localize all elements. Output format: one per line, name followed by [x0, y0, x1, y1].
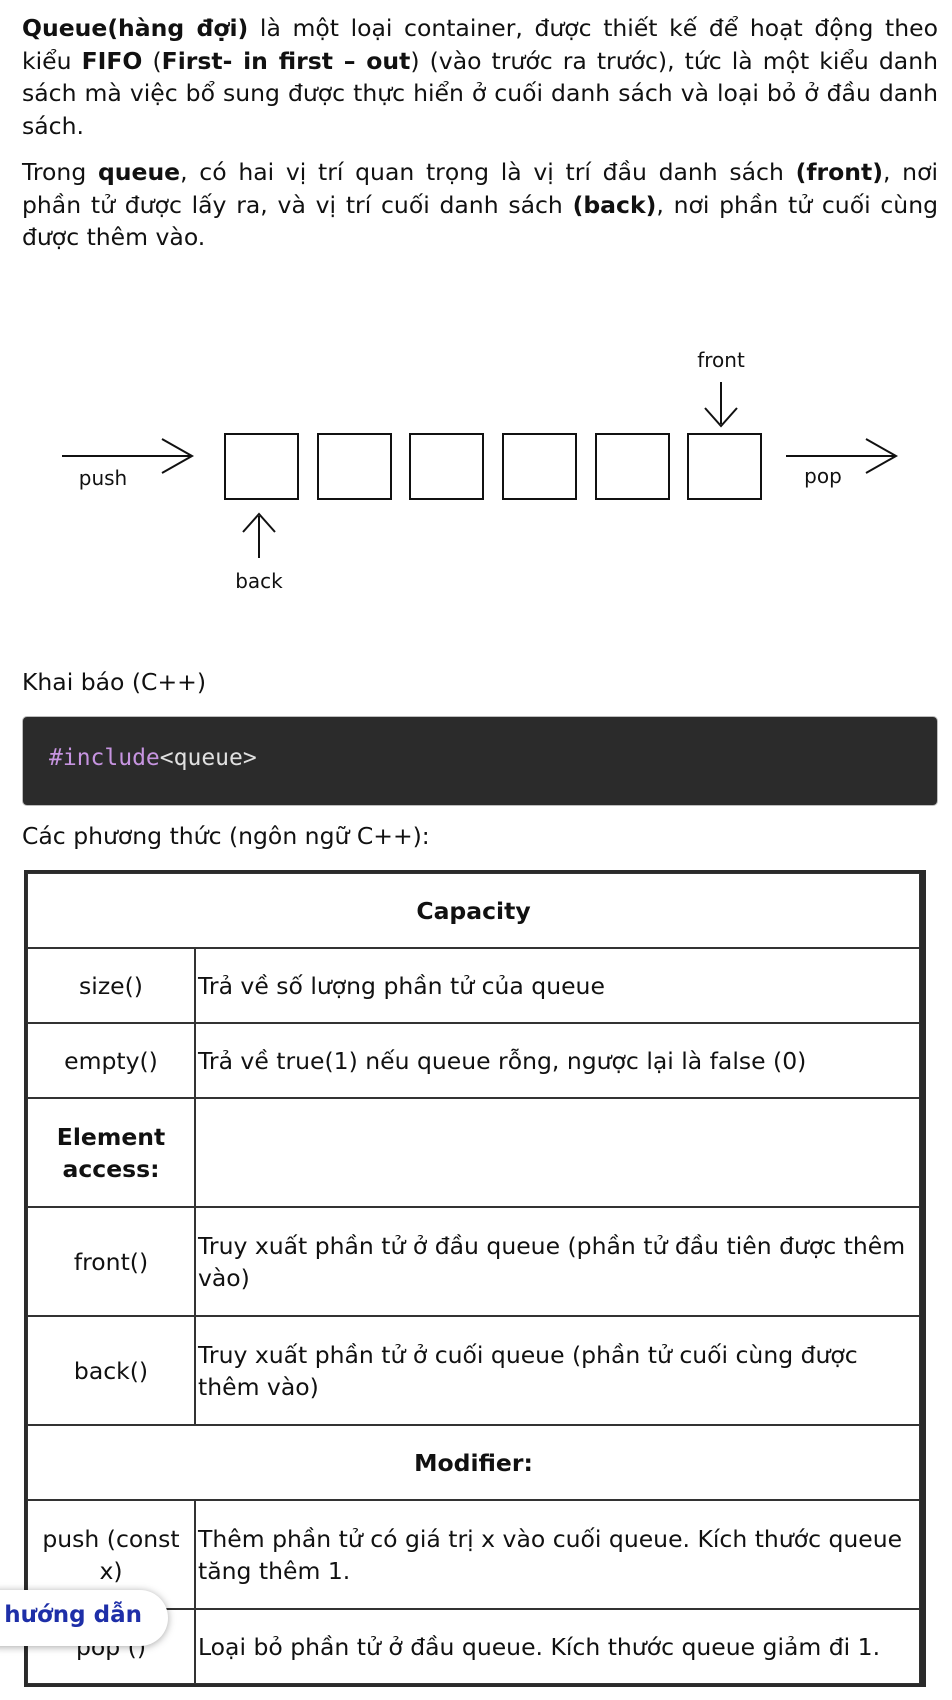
methods-table: Capacity size() Trả về số lượng phần tử … — [24, 870, 926, 1687]
table-row: back() Truy xuất phần tử ở cuối queue (p… — [27, 1316, 920, 1425]
table-row: size() Trả về số lượng phần tử của queue — [27, 948, 920, 1023]
method-desc-back: Truy xuất phần tử ở cuối queue (phần tử … — [195, 1316, 920, 1425]
queue-diagram: front push pop back — [62, 348, 899, 593]
queue-slot — [502, 433, 577, 500]
table-row: empty() Trả về true(1) nếu queue rỗng, n… — [27, 1023, 920, 1098]
table-row: Element access: — [27, 1098, 920, 1207]
section-modifier: Modifier: — [27, 1425, 920, 1500]
method-name-back: back() — [27, 1316, 195, 1425]
text-segment: , nơi phần tử được lấy ra, và vị trí cuố… — [22, 158, 938, 219]
method-name-size: size() — [27, 948, 195, 1023]
queue-slot — [409, 433, 484, 500]
text-segment: , nơi phần tử cuối cùng được thêm vào. — [22, 190, 939, 252]
section-capacity: Capacity — [27, 873, 920, 948]
text-segment: Trong — [22, 158, 98, 186]
term-front: (front) — [795, 158, 883, 186]
text-segment: ) (vào trước ra trước), tức là một kiểu … — [22, 46, 938, 140]
include-directive: #include — [49, 745, 160, 771]
term-queue: queue — [97, 158, 181, 186]
code-line: #include<queue> — [49, 745, 257, 771]
section-element-access: Element access: — [27, 1098, 195, 1207]
empty-cell — [195, 1098, 920, 1207]
intro-paragraph-queue-definition: Queue(hàng đợi) là một loại container, đ… — [22, 12, 938, 142]
table-row: pop () Loại bỏ phần tử ở đầu queue. Kích… — [27, 1609, 920, 1684]
queue-slots — [224, 433, 762, 500]
code-block: #include<queue> — [22, 716, 938, 806]
methods-heading: Các phương thức (ngôn ngữ C++): — [22, 822, 430, 850]
method-desc-push: Thêm phần tử có giá trị x vào cuối queue… — [195, 1500, 920, 1609]
include-header: <queue> — [159, 745, 257, 771]
method-desc-size: Trả về số lượng phần tử của queue — [195, 948, 920, 1023]
method-name-push: push (const x) — [27, 1500, 195, 1609]
table-row: Capacity — [27, 873, 920, 948]
text-segment: là một loại container, được thiết kế để … — [22, 14, 938, 75]
text-segment: , có hai vị trí quan trọng là vị trí đầu… — [180, 158, 796, 186]
method-name-front: front() — [27, 1207, 195, 1316]
front-label: front — [697, 348, 745, 372]
term-fifo: FIFO — [81, 46, 143, 75]
method-desc-pop: Loại bỏ phần tử ở đầu queue. Kích thước … — [195, 1609, 920, 1684]
guide-button-label: n hướng dẫn — [0, 1602, 142, 1628]
text-segment: ( — [142, 46, 162, 75]
table-row: front() Truy xuất phần tử ở đầu queue (p… — [27, 1207, 920, 1316]
method-desc-empty: Trả về true(1) nếu queue rỗng, ngược lại… — [195, 1023, 920, 1098]
guide-button[interactable]: n hướng dẫn — [0, 1590, 168, 1646]
push-label: push — [79, 466, 127, 490]
push-arrow — [62, 438, 195, 474]
table-row: push (const x) Thêm phần tử có giá trị x… — [27, 1500, 920, 1609]
intro-paragraph-front-back: Trong queue, có hai vị trí quan trọng là… — [22, 156, 938, 254]
back-label: back — [235, 569, 283, 593]
front-arrow — [704, 382, 738, 428]
queue-slot — [595, 433, 670, 500]
pop-label: pop — [804, 464, 842, 488]
table-row: Modifier: — [27, 1425, 920, 1500]
term-back: (back) — [572, 190, 657, 219]
term-fifo-expansion: First- in first – out — [161, 46, 411, 75]
queue-slot — [224, 433, 299, 500]
method-name-empty: empty() — [27, 1023, 195, 1098]
term-queue: Queue(hàng đợi) — [22, 14, 249, 42]
declaration-heading: Khai báo (C++) — [22, 668, 206, 696]
queue-slot — [317, 433, 392, 500]
queue-slot — [687, 433, 762, 500]
method-desc-front: Truy xuất phần tử ở đầu queue (phần tử đ… — [195, 1207, 920, 1316]
pop-arrow — [786, 438, 899, 474]
back-arrow — [242, 512, 276, 558]
